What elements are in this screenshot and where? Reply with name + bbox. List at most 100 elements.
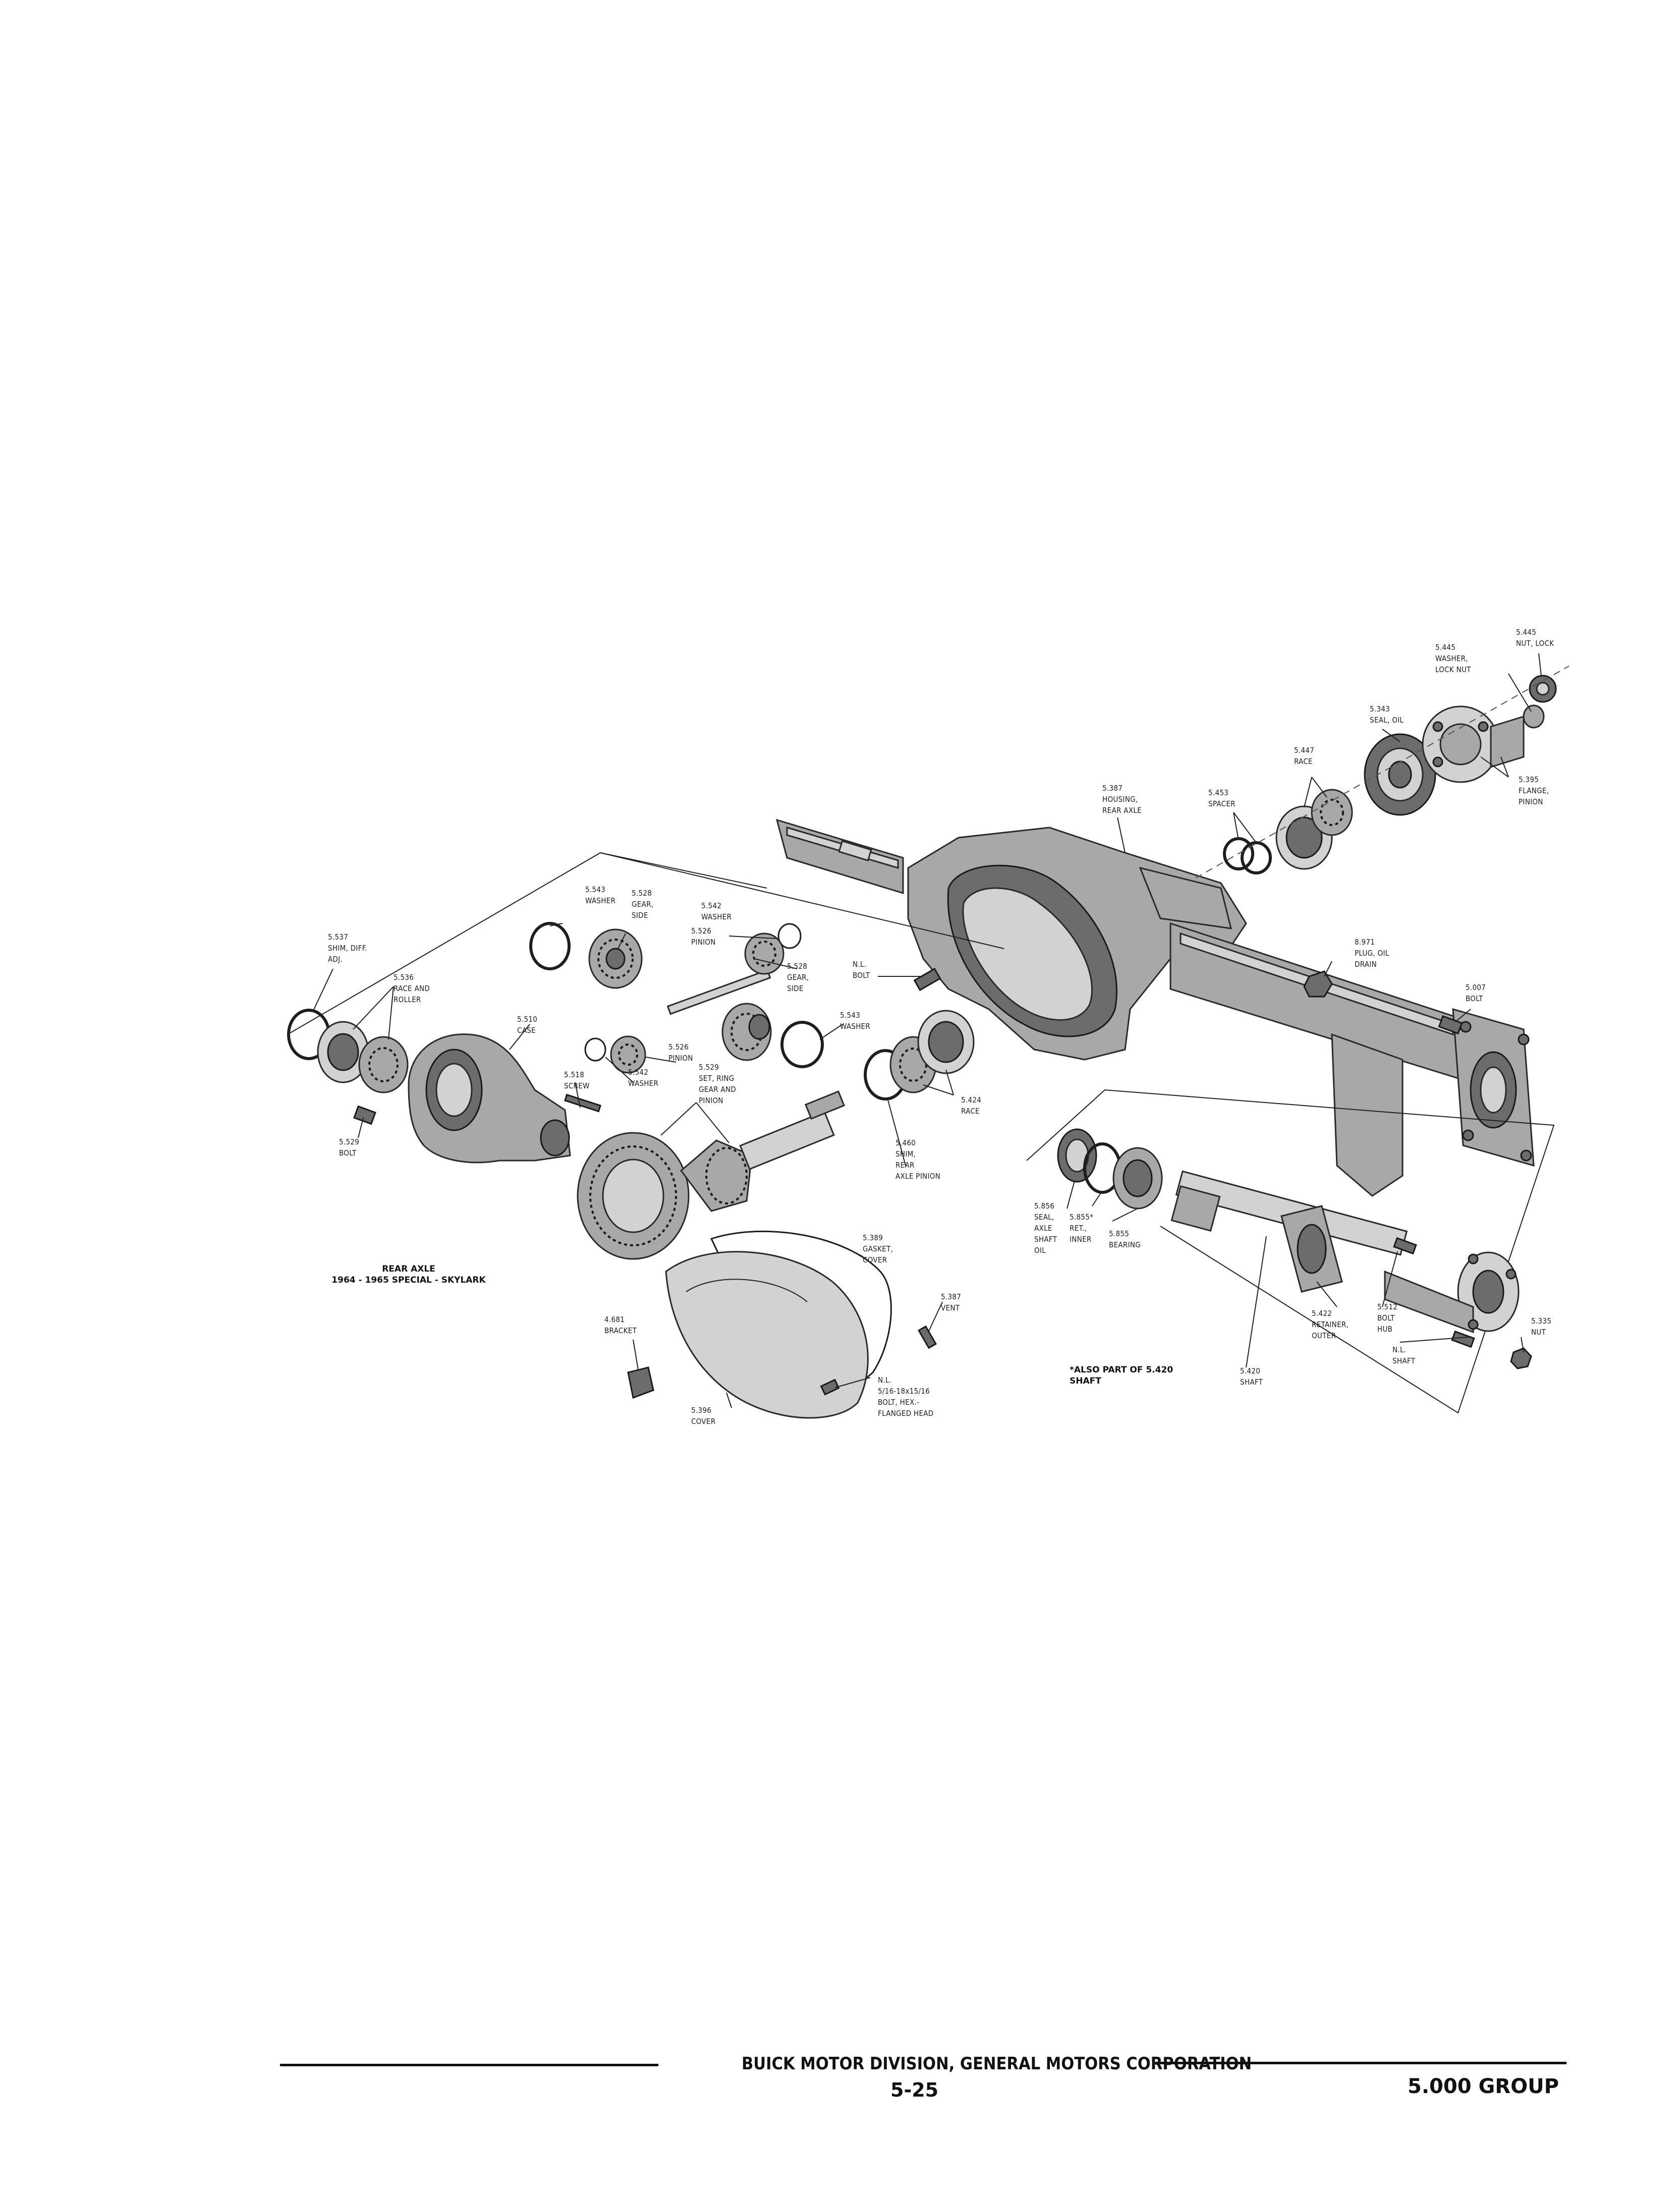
svg-text:8.971: 8.971	[1355, 938, 1375, 947]
diff-race-and-roller	[317, 1021, 409, 1093]
diagram-footnote-line2: SHAFT	[1070, 1376, 1101, 1386]
svg-text:SET, RING: SET, RING	[699, 1074, 735, 1083]
cover-bracket	[627, 1366, 654, 1399]
callout-ret-inner: 5.855* RET., INNER	[1070, 1213, 1093, 1244]
washer-542-mid	[584, 1037, 606, 1062]
svg-text:HOUSING,: HOUSING,	[1102, 795, 1138, 804]
wheel-nut	[1510, 1347, 1532, 1369]
svg-text:5.856: 5.856	[1034, 1201, 1054, 1211]
svg-text:RACE AND: RACE AND	[394, 984, 430, 993]
svg-text:SHAFT: SHAFT	[1034, 1235, 1057, 1244]
svg-text:FLANGED HEAD: FLANGED HEAD	[878, 1409, 934, 1418]
svg-text:RACE: RACE	[961, 1107, 980, 1116]
hub-flange	[1384, 1251, 1520, 1334]
pinion-axis-line	[1195, 666, 1570, 878]
svg-text:GEAR AND: GEAR AND	[699, 1085, 736, 1094]
diagram-caption-title: REAR AXLE	[382, 1264, 435, 1274]
diagram-caption-subtitle: 1964 - 1965 SPECIAL - SKYLARK	[331, 1275, 486, 1285]
svg-text:5.396: 5.396	[691, 1406, 711, 1415]
callout-pinion-526-top: 5.526 PINION	[691, 926, 715, 947]
callout-bracket: 4.681 BRACKET	[604, 1315, 637, 1335]
callout-bolt-007: 5.007 BOLT	[1466, 983, 1486, 1003]
svg-text:5.855: 5.855	[1109, 1229, 1129, 1238]
callout-nut-lock: 5.445 NUT, LOCK	[1516, 628, 1554, 648]
svg-text:5.529: 5.529	[699, 1063, 719, 1072]
footer-page-number: 5-25	[890, 2079, 939, 2101]
callout-washer-542-mid: 5.542 WASHER	[628, 1068, 658, 1088]
svg-text:BRACKET: BRACKET	[604, 1326, 637, 1335]
side-gear-528-top	[588, 928, 643, 989]
svg-text:5.542: 5.542	[701, 901, 721, 910]
svg-text:SHAFT: SHAFT	[1240, 1378, 1263, 1387]
cover-gasket	[710, 1230, 892, 1409]
footer-company-name: BUICK MOTOR DIVISION, GENERAL MOTORS COR…	[742, 2054, 1252, 2074]
pinion-flange	[1422, 705, 1525, 783]
axle-housing-left-tube	[775, 818, 904, 895]
svg-text:5.389: 5.389	[863, 1233, 883, 1242]
housing-bolt-007	[1438, 1015, 1463, 1035]
svg-text:OIL: OIL	[1034, 1246, 1046, 1255]
svg-text:GASKET,: GASKET,	[863, 1244, 893, 1253]
svg-text:REAR: REAR	[895, 1161, 915, 1170]
svg-text:AXLE: AXLE	[1034, 1224, 1052, 1233]
callout-housing: 5.387 HOUSING, REAR AXLE	[1102, 784, 1142, 815]
washer-543-top	[529, 922, 571, 970]
svg-text:PLUG, OIL: PLUG, OIL	[1355, 949, 1389, 958]
diagram-footnote: *ALSO PART OF 5.420	[1070, 1365, 1173, 1375]
svg-text:REAR AXLE: REAR AXLE	[1102, 806, 1142, 815]
differential-case	[408, 1033, 571, 1164]
svg-text:5.528: 5.528	[787, 962, 807, 971]
callout-shim-diff: 5.537 SHIM, DIFF. ADJ.	[328, 932, 367, 964]
callout-shim-pinion: 5.460 SHIM, REAR AXLE PINION	[895, 1138, 940, 1181]
callout-seal-oil: 5.343 SEAL, OIL	[1370, 704, 1404, 725]
svg-text:4.681: 4.681	[604, 1315, 625, 1324]
svg-text:PINION: PINION	[699, 1096, 723, 1105]
callout-nl-bolt: N.L. BOLT	[853, 960, 870, 980]
washer-543-mid	[780, 1021, 824, 1068]
pinion-spacer-rings	[1223, 837, 1272, 874]
axle-housing-carrier	[907, 827, 1247, 1061]
svg-text:WASHER: WASHER	[585, 896, 615, 905]
svg-text:OUTER: OUTER	[1312, 1331, 1336, 1340]
pinion-bearing-race	[1275, 789, 1353, 870]
svg-text:BOLT: BOLT	[1466, 994, 1483, 1003]
svg-text:SPACER: SPACER	[1208, 799, 1236, 808]
svg-text:WASHER: WASHER	[701, 912, 732, 921]
svg-text:HUB: HUB	[1377, 1325, 1392, 1334]
hub-bolts	[1393, 1237, 1475, 1348]
axle-vent	[918, 1325, 937, 1349]
cover-bolt-hex	[820, 1379, 840, 1396]
svg-text:BOLT: BOLT	[853, 971, 870, 980]
svg-text:N.L.: N.L.	[1392, 1345, 1406, 1354]
svg-text:SHIM, DIFF.: SHIM, DIFF.	[328, 944, 367, 953]
svg-text:5.510: 5.510	[517, 1015, 537, 1024]
case-bolt-529	[353, 1105, 376, 1125]
svg-text:COVER: COVER	[863, 1255, 887, 1265]
callout-screw: 5.518 SCREW	[564, 1070, 589, 1090]
footer-rule-right	[1155, 2062, 1566, 2064]
callout-race-roller: 5.536 RACE AND ROLLER	[394, 973, 430, 1004]
callout-gasket-cover: 5.389 GASKET, COVER	[863, 1233, 893, 1265]
svg-text:SEAL, OIL: SEAL, OIL	[1370, 716, 1404, 725]
callout-pinion-526-mid: 5.526 PINION	[668, 1042, 693, 1063]
callout-gear-side-528-top: 5.528 GEAR, SIDE	[632, 889, 653, 920]
svg-text:5.447: 5.447	[1294, 746, 1314, 755]
svg-text:SEAL,: SEAL,	[1034, 1213, 1054, 1222]
svg-text:5.528: 5.528	[632, 889, 652, 898]
svg-text:AXLE PINION: AXLE PINION	[895, 1172, 940, 1181]
svg-text:WASHER: WASHER	[840, 1022, 870, 1031]
callout-vent: 5.387 VENT	[941, 1292, 961, 1312]
svg-text:5.387: 5.387	[941, 1292, 961, 1301]
callout-race-447: 5.447 RACE	[1294, 746, 1314, 766]
callout-washer-542-top: 5.542 WASHER	[701, 901, 732, 921]
callout-nl-bolt-hex: N.L. 5/16-18x15/16 BOLT, HEX.- FLANGED H…	[878, 1376, 934, 1418]
svg-text:5.536: 5.536	[394, 973, 414, 982]
svg-text:NUT, LOCK: NUT, LOCK	[1516, 639, 1554, 648]
svg-text:SHAFT: SHAFT	[1392, 1356, 1416, 1365]
axle-shaft-group-bracket	[1026, 1089, 1555, 1414]
footer-rule-left	[280, 2064, 658, 2066]
pinion-526-mid	[610, 1035, 646, 1074]
svg-text:5.335: 5.335	[1531, 1316, 1551, 1326]
